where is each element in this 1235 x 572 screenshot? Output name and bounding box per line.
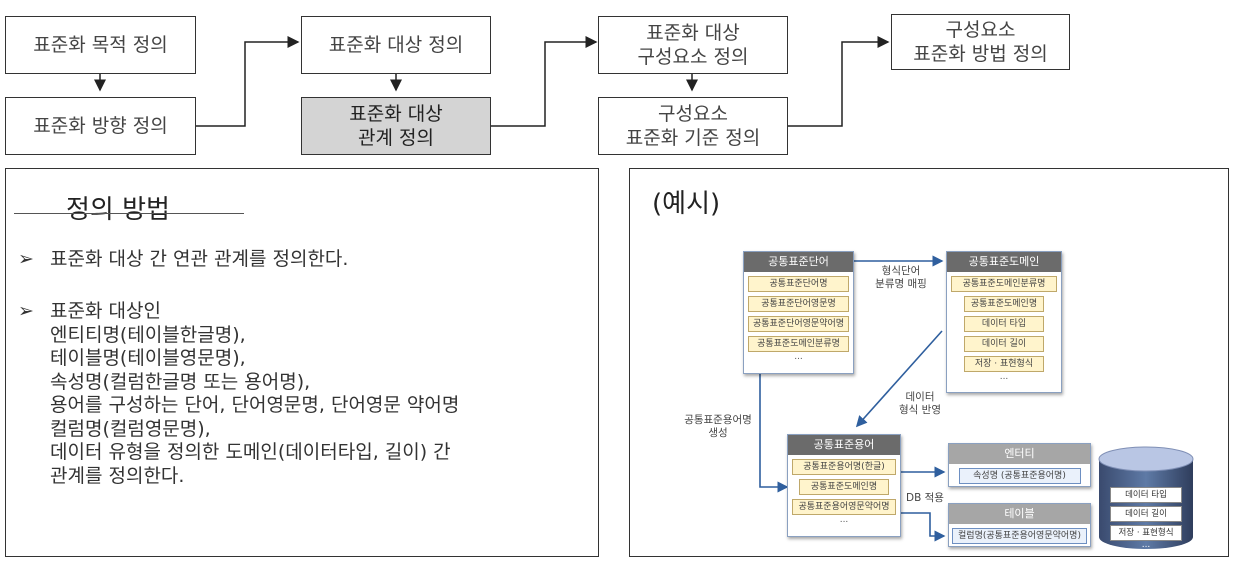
definition-line: 관계를 정의한다.: [50, 464, 185, 487]
label-db-apply: DB 적용: [906, 492, 944, 504]
flow-box-method-line2: 표준화 방법 정의: [913, 43, 1048, 65]
example-panel: (예시) 공통표준단어 공통표준단어명 공통표준단어영문명 공통표준단어영문약어…: [629, 168, 1229, 557]
common-domain-item: 공통표준도메인명: [964, 296, 1044, 312]
db-more: ...: [1141, 540, 1151, 550]
common-domain-item: 저장 · 표현형식: [964, 356, 1044, 372]
flow-box-target-label: 표준화 대상 정의: [328, 34, 464, 56]
label-data-format: 데이터 형식 반영: [885, 391, 955, 417]
common-domain-header: 공통표준도메인: [947, 252, 1061, 272]
flow-box-method: 구성요소 표준화 방법 정의: [891, 14, 1070, 70]
table-item: 컬럼명(공통표준용어영문약어명): [952, 528, 1087, 544]
common-word-item: 공통표준단어명: [748, 276, 849, 292]
entity-box: 엔터티 속성명 (공통표준용어명): [948, 443, 1091, 487]
common-word-header: 공통표준단어: [744, 252, 853, 272]
label-generate-line1: 공통표준용어명: [684, 414, 752, 426]
common-domain-more: ...: [999, 372, 1009, 382]
common-domain-item: 데이터 타입: [964, 316, 1044, 332]
label-mapping-line2: 분류명 매핑: [875, 278, 927, 290]
definition-title-underline: [14, 213, 244, 214]
common-term-item: 공통표준도메인명: [799, 479, 889, 495]
flow-connectors: [94, 36, 890, 127]
bullet-arrow-icon: ➢: [18, 300, 34, 322]
example-connectors: [759, 255, 946, 542]
common-term-box: 공통표준용어 공통표준용어명(한글) 공통표준도메인명 공통표준용어영문약어명 …: [787, 434, 901, 537]
flow-box-purpose: 표준화 목적 정의: [5, 16, 196, 74]
definition-line: 컬럼명(컬럼영문명),: [50, 417, 211, 440]
definition-bullet-2: 표준화 대상인 엔티티명(테이블한글명), 테이블명(테이블영문명), 속성명(…: [50, 300, 459, 488]
common-word-item: 공통표준단어영문약어명: [748, 316, 849, 332]
common-domain-item: 데이터 길이: [964, 336, 1044, 352]
label-data-format-line2: 형식 반영: [899, 404, 941, 416]
flow-box-method-line1: 구성요소: [945, 19, 1016, 41]
database-cylinder: 데이터 타입 데이터 길이 저장 · 표현형식 ...: [1098, 445, 1194, 551]
table-header: 테이블: [949, 504, 1090, 524]
common-term-item: 공통표준용어영문약어명: [792, 499, 896, 515]
flow-box-relation: 표준화 대상 관계 정의: [301, 97, 491, 155]
definition-line: 테이블명(테이블영문명),: [50, 347, 246, 369]
db-item: 데이터 타입: [1110, 487, 1182, 503]
entity-item: 속성명 (공통표준용어명): [958, 468, 1081, 484]
common-term-header: 공통표준용어: [788, 435, 900, 455]
common-word-more: ...: [794, 352, 803, 362]
definition-line: 용어를 구성하는 단어, 단어영문명, 단어영문 약어명: [50, 394, 460, 416]
common-term-item: 공통표준용어명(한글): [792, 459, 896, 475]
common-word-item: 공통표준단어영문명: [748, 296, 849, 312]
flow-box-component-line1: 표준화 대상: [646, 22, 740, 44]
bullet-arrow-icon: ➢: [18, 248, 34, 270]
common-term-more: ...: [839, 515, 849, 525]
label-mapping-line1: 형식단어: [881, 265, 921, 277]
common-domain-item: 공통표준도메인분류명: [951, 276, 1057, 292]
flow-box-relation-line2: 관계 정의: [358, 127, 434, 149]
definition-panel: 정의 방법 ➢ 표준화 대상 간 연관 관계를 정의한다. ➢ 표준화 대상인 …: [5, 168, 599, 557]
db-item: 저장 · 표현형식: [1110, 525, 1182, 541]
flow-box-criteria: 구성요소 표준화 기준 정의: [598, 97, 788, 155]
flow-box-target: 표준화 대상 정의: [301, 16, 491, 74]
common-word-box: 공통표준단어 공통표준단어명 공통표준단어영문명 공통표준단어영문약어명 공통표…: [743, 251, 854, 374]
flow-box-direction: 표준화 방향 정의: [5, 97, 196, 155]
flow-box-criteria-line1: 구성요소: [658, 103, 728, 125]
common-domain-box: 공통표준도메인 공통표준도메인분류명 공통표준도메인명 데이터 타입 데이터 길…: [946, 251, 1062, 393]
definition-line: 엔티티명(테이블한글명),: [50, 323, 246, 346]
label-data-format-line1: 데이터: [905, 391, 935, 403]
common-word-item: 공통표준도메인분류명: [748, 336, 849, 352]
flow-box-direction-label: 표준화 방향 정의: [33, 115, 168, 137]
table-box: 테이블 컬럼명(공통표준용어영문약어명): [948, 503, 1091, 547]
flow-box-purpose-label: 표준화 목적 정의: [33, 34, 168, 56]
flow-box-criteria-line2: 표준화 기준 정의: [625, 127, 761, 149]
label-generate-line2: 생성: [708, 427, 728, 439]
definition-line: 데이터 유형을 정의한 도메인(데이터타입, 길이) 간: [50, 441, 451, 463]
flow-box-component: 표준화 대상 구성요소 정의: [598, 16, 788, 74]
label-generate: 공통표준용어명 생성: [668, 414, 768, 440]
db-item: 데이터 길이: [1110, 506, 1182, 522]
definition-title: 정의 방법: [66, 195, 170, 225]
definition-line: 속성명(컬럼한글명 또는 용어명),: [50, 370, 311, 393]
flow-box-relation-line1: 표준화 대상: [349, 103, 443, 125]
definition-bullet-1: 표준화 대상 간 연관 관계를 정의한다.: [50, 248, 349, 270]
entity-header: 엔터티: [949, 444, 1090, 464]
flow-box-component-line2: 구성요소 정의: [637, 46, 749, 68]
definition-line: 표준화 대상인: [50, 300, 161, 322]
example-title: (예시): [652, 189, 721, 219]
label-mapping: 형식단어 분류명 매핑: [862, 265, 940, 291]
